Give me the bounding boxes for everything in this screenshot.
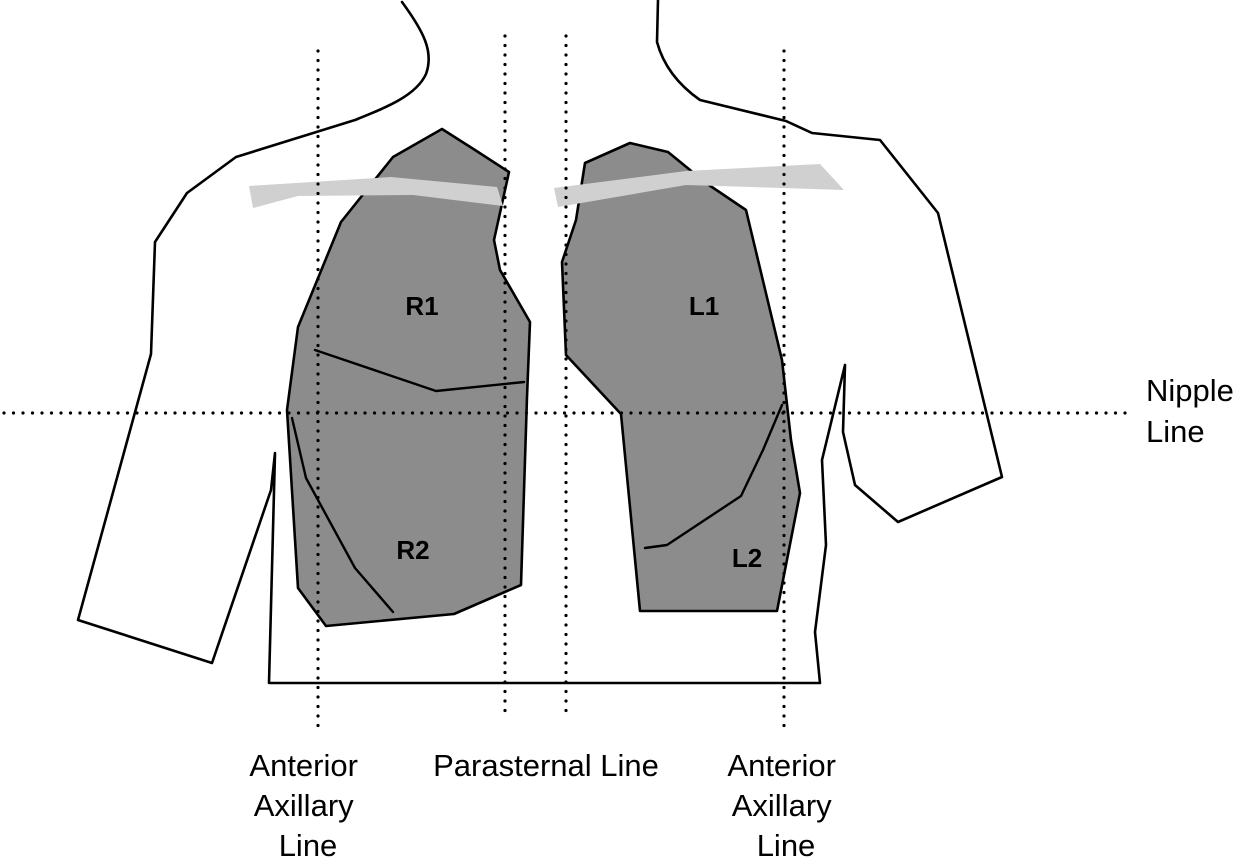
zone-labels: R1 R2 L1 L2 [396,291,762,573]
nipple-line-label: Nipple Line [1146,373,1240,449]
parasternal-label: Parasternal Line [433,748,659,783]
torso-outline [76,0,1004,685]
reference-lines [2,34,1130,730]
anterior-axillary-label-right-2: Axillary [732,788,832,823]
right-lung-shape [285,127,532,628]
line-labels: Nipple Line Anterior Axillary Line Paras… [249,373,1240,863]
anterior-axillary-label-left-2: Axillary [254,788,354,823]
anterior-axillary-label-left: Anterior Axillary Line [249,748,366,863]
nipple-line-label-2: Line [1146,414,1205,449]
torso-body [76,0,1004,685]
right-horizontal-fissure [313,348,526,393]
left-oblique-fissure [643,403,784,550]
anterior-axillary-label-right-3: Line [757,828,816,863]
anterior-axillary-label-right: Anterior Axillary Line [727,748,844,863]
left-clavicle [554,164,844,207]
nipple-line-label-1: Nipple [1146,373,1234,408]
zone-label-r2: R2 [396,535,429,565]
right-oblique-fissure [290,416,395,614]
anterior-axillary-label-right-1: Anterior [727,748,836,783]
zone-label-l2: L2 [732,543,762,573]
anterior-axillary-label-left-3: Line [279,828,338,863]
right-clavicle [249,177,503,208]
clavicles [249,164,844,208]
anterior-axillary-label-left-1: Anterior [249,748,358,783]
zone-label-r1: R1 [405,291,438,321]
left-lung-shape [560,141,802,613]
right-lung [285,127,532,628]
zone-label-l1: L1 [689,291,719,321]
left-lung [560,141,802,613]
